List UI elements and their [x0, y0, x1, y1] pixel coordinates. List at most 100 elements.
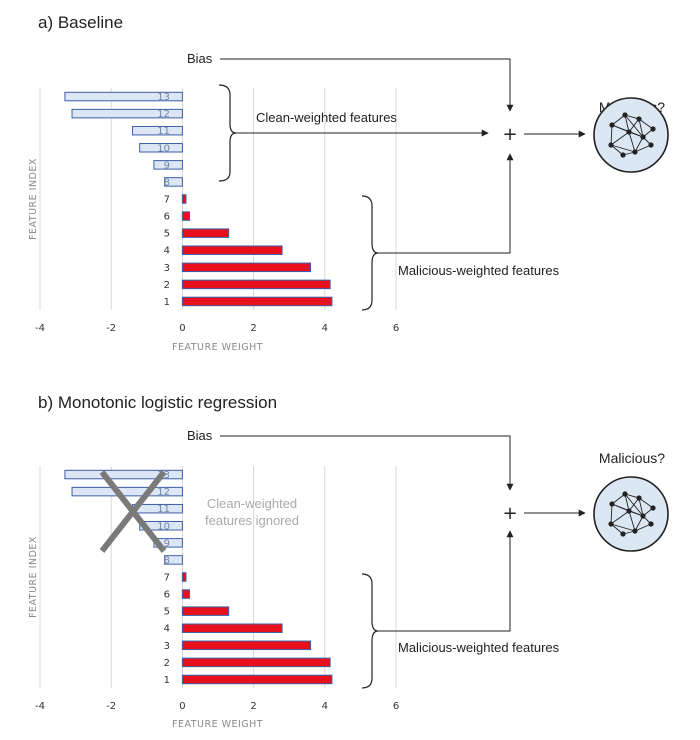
- network-edge: [634, 515, 644, 532]
- network-edge: [610, 144, 636, 153]
- neural-network-icon: [593, 97, 669, 173]
- network-edge: [610, 124, 613, 146]
- malicious-question-label: Malicious?: [599, 450, 665, 466]
- feature-index-label: 12: [157, 487, 170, 498]
- network-node: [626, 129, 632, 135]
- bias-arrow: [220, 58, 514, 112]
- malicious-bar: [181, 572, 187, 582]
- x-tick-label: 6: [393, 701, 399, 712]
- feature-index-label: 3: [164, 263, 170, 274]
- x-tick-label: -2: [106, 701, 116, 712]
- feature-index-label: 8: [164, 555, 170, 566]
- sum-symbol: +: [502, 124, 517, 145]
- network-edge: [611, 114, 626, 126]
- network-node: [620, 152, 626, 158]
- malicious-bar: [181, 211, 191, 221]
- network-node: [650, 505, 656, 511]
- x-tick-label: 6: [393, 323, 399, 334]
- feature-index-label: 8: [164, 177, 170, 188]
- network-node: [608, 521, 614, 527]
- malicious-arrow: [378, 153, 514, 254]
- feature-index-label: 4: [164, 246, 170, 257]
- bias-label: Bias: [187, 428, 213, 443]
- x-axis-title: FEATURE WEIGHT: [172, 342, 263, 353]
- feature-index-label: 11: [157, 504, 170, 515]
- feature-index-label: 7: [164, 573, 170, 584]
- network-edge: [624, 114, 630, 133]
- network-circle: [593, 97, 669, 173]
- network-edge: [624, 493, 630, 512]
- clean-bar: [71, 108, 183, 119]
- network-edge: [611, 493, 626, 505]
- x-axis-title: FEATURE WEIGHT: [172, 719, 263, 730]
- network-node: [609, 501, 615, 507]
- malicious-weighted-label: Malicious-weighted features: [398, 640, 560, 655]
- network-node: [632, 528, 638, 534]
- feature-index-label: 7: [164, 195, 170, 206]
- network-edge: [610, 144, 624, 156]
- malicious-bar: [181, 623, 283, 633]
- network-edge: [624, 114, 644, 138]
- y-axis-title: FEATURE INDEX: [28, 158, 39, 240]
- malicious-bar: [181, 606, 230, 616]
- bias-label: Bias: [187, 51, 213, 66]
- feature-index-label: 2: [164, 658, 170, 669]
- feature-index-label: 1: [164, 297, 170, 308]
- network-edge: [634, 144, 652, 153]
- network-node: [622, 112, 628, 118]
- network-node: [609, 122, 615, 128]
- y-axis-title: FEATURE INDEX: [28, 536, 39, 618]
- malicious-bar: [181, 296, 333, 307]
- feature-index-label: 4: [164, 624, 170, 635]
- x-tick-label: -4: [35, 323, 45, 334]
- x-tick-label: -2: [106, 323, 116, 334]
- network-edge: [638, 118, 654, 130]
- network-node: [636, 116, 642, 122]
- malicious-bar: [181, 279, 331, 290]
- network-node: [650, 126, 656, 132]
- feature-index-label: 9: [164, 160, 170, 171]
- network-edge: [610, 503, 613, 525]
- malicious-bar: [181, 589, 191, 599]
- feature-index-label: 13: [157, 92, 170, 103]
- feature-index-label: 9: [164, 538, 170, 549]
- x-tick-label: -4: [35, 701, 45, 712]
- malicious-bracket: [361, 195, 379, 311]
- malicious-bar: [181, 245, 283, 255]
- network-edge: [638, 118, 644, 138]
- malicious-weighted-label: Malicious-weighted features: [398, 263, 560, 278]
- network-edge: [634, 523, 652, 532]
- malicious-bar: [181, 640, 312, 651]
- network-node: [648, 521, 654, 527]
- network-node: [648, 142, 654, 148]
- clean-bar: [164, 555, 183, 565]
- network-node: [626, 508, 632, 514]
- network-node: [636, 495, 642, 501]
- clean-bar: [64, 469, 183, 480]
- panel-title: b) Monotonic logistic regression: [38, 393, 277, 412]
- sum-symbol: +: [502, 503, 517, 524]
- clean-bar: [164, 177, 183, 187]
- network-edge: [638, 497, 654, 509]
- feature-index-label: 1: [164, 675, 170, 686]
- clean-bar: [153, 160, 183, 170]
- clean-bar: [132, 125, 183, 136]
- clean-ignored-label-line2: features ignored: [205, 513, 299, 528]
- neural-network-icon: [593, 476, 669, 552]
- cross-out-mark: [99, 470, 167, 553]
- malicious-bar: [181, 262, 312, 273]
- network-node: [608, 142, 614, 148]
- x-tick-label: 0: [179, 323, 185, 334]
- x-tick-label: 4: [322, 323, 328, 334]
- x-tick-label: 4: [322, 701, 328, 712]
- network-circle: [593, 476, 669, 552]
- feature-index-label: 3: [164, 641, 170, 652]
- malicious-bar: [181, 657, 331, 668]
- feature-index-label: 6: [164, 212, 170, 223]
- network-node: [620, 531, 626, 537]
- clean-bar: [139, 143, 183, 153]
- panel-title: a) Baseline: [38, 13, 123, 32]
